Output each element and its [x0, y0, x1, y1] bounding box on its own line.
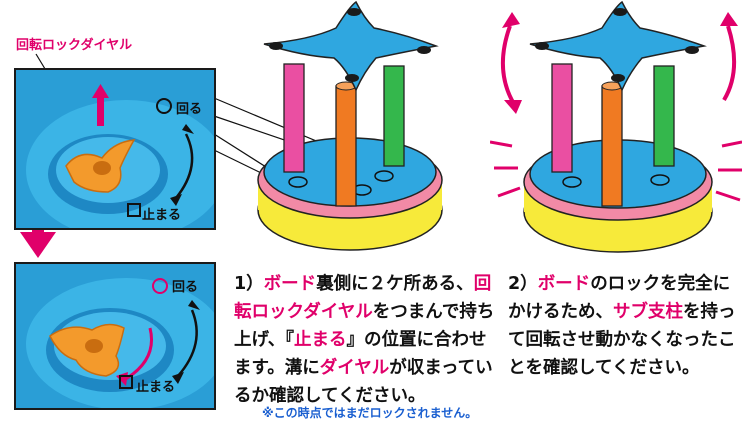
step1-text-b: をつまんで持ち上げ、『 — [234, 302, 495, 350]
stop-label-top: 止まる — [142, 208, 182, 223]
step1-dial-name: 回転ロックダイヤル — [234, 274, 492, 322]
step1-text-c: 』の位置に合わせます。溝に — [234, 330, 487, 378]
photo-dial-locked: 回る 止まる — [14, 262, 216, 410]
photo-dial-unlocked-illustration — [26, 84, 214, 228]
step2-board: ボード — [537, 274, 591, 294]
down-arrow-head — [20, 232, 56, 258]
step1-text-a: 裏側に２ケ所ある、 — [316, 274, 474, 294]
rotate-label-bottom: 回る — [172, 280, 199, 295]
step1-dial: ダイヤル — [319, 358, 390, 378]
step1-note: ※この時点ではまだロックされません。 — [262, 406, 478, 420]
step2-instructions: 2）ボードのロックを完全にかけるため、サブ支柱を持って回転させ動かなくなったこと… — [508, 270, 736, 382]
step1-instructions: 1）ボード裏側に２ケ所ある、回転ロックダイヤルをつまんで持ち上げ、『止まる』の位… — [234, 270, 496, 410]
step2-sub-post: サブ支柱 — [613, 302, 683, 322]
step2-text-b: を持って回転させ動かなくなったことを確認してください。 — [508, 302, 736, 378]
step1-board: ボード — [263, 274, 317, 294]
callout-label-rotation-lock-dial: 回転ロックダイヤル — [16, 38, 133, 53]
model-illustration-step2 — [490, 0, 742, 253]
step1-text-d: が収まっているか確認してください。 — [234, 358, 493, 406]
step1-number: 1） — [234, 274, 264, 294]
rotate-label-top: 回る — [176, 102, 203, 117]
step2-number: 2） — [508, 274, 538, 294]
step2-text-a: のロックを完全にかけるため、 — [508, 274, 731, 322]
stop-label-bottom: 止まる — [136, 380, 176, 395]
photo-dial-locked-illustration — [26, 278, 214, 408]
photo-dial-unlocked: 回る 止まる — [14, 68, 216, 230]
model-illustration-step1 — [257, 0, 443, 251]
step1-stop: 止まる — [294, 330, 347, 350]
